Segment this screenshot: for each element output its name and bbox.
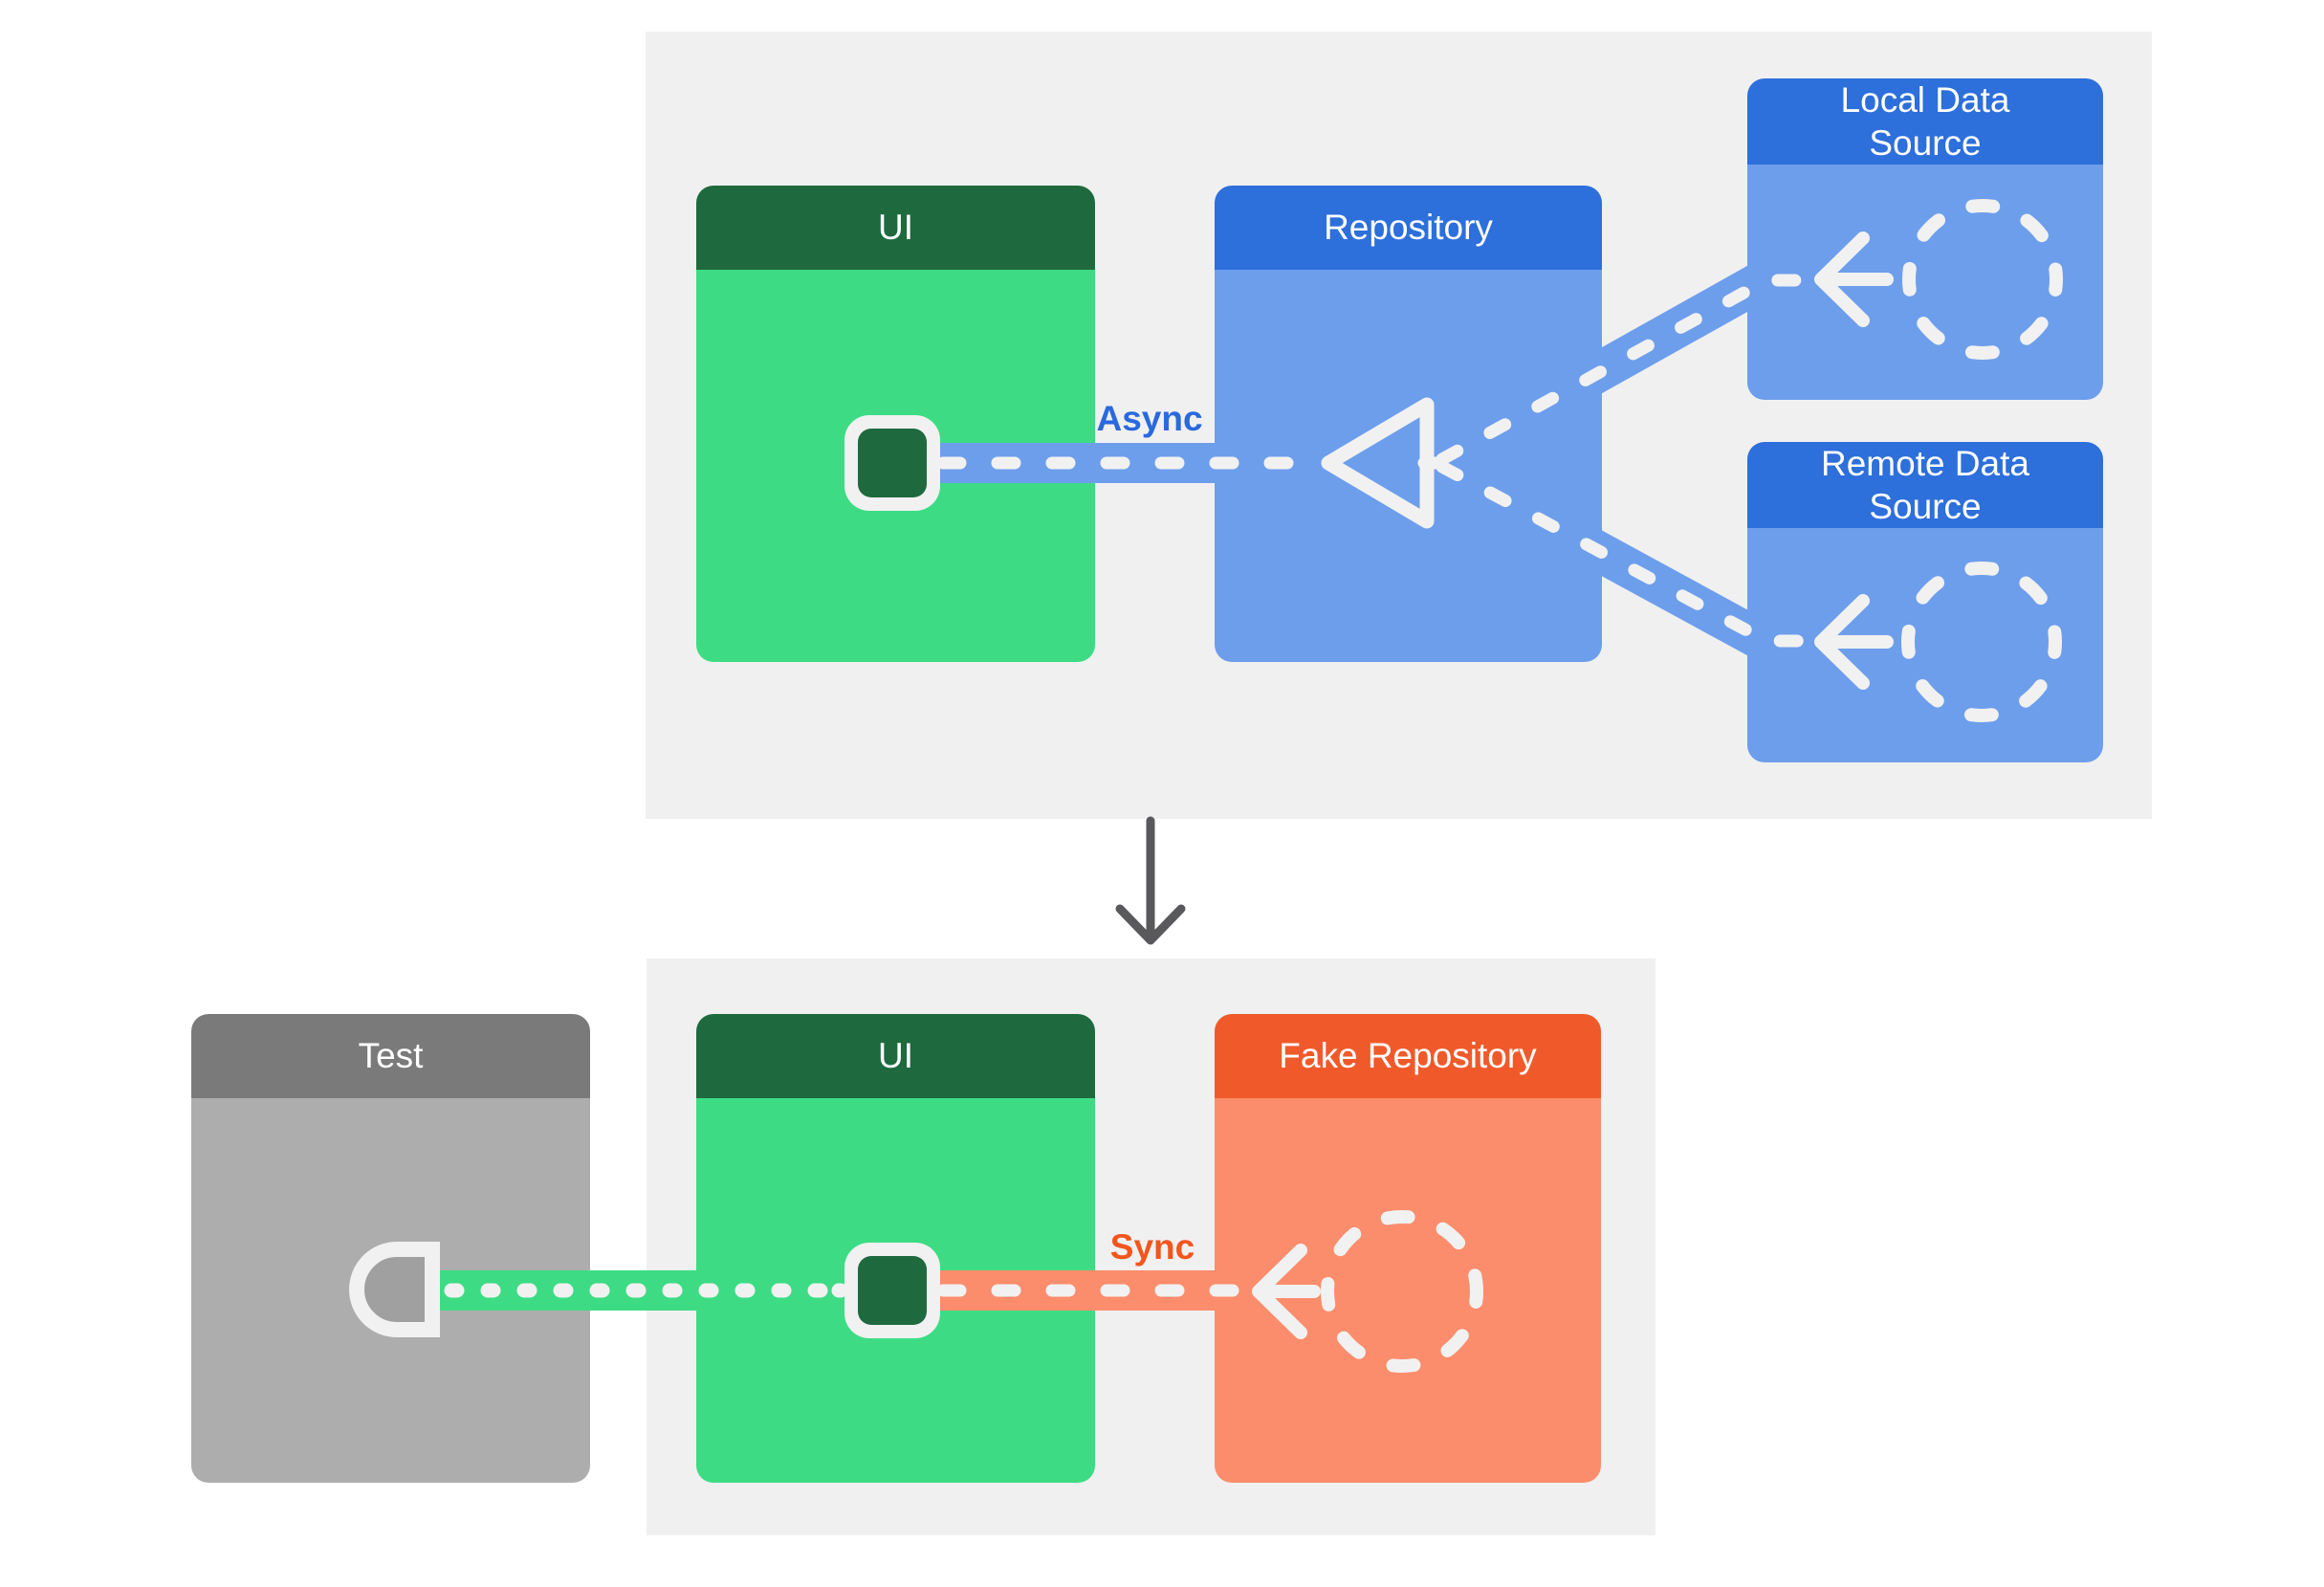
remote-data-source-header: Remote Data Source [1747,442,2103,528]
local-data-source-title: Local Data Source [1840,79,2010,163]
remote-data-source-box: Remote Data Source [1747,442,2103,762]
local-data-source-body [1747,165,2103,400]
remote-data-source-title: Remote Data Source [1821,443,2029,526]
sync-label: Sync [1109,1227,1195,1267]
fake-repository-box: Fake Repository [1215,1014,1601,1483]
repository-box-header: Repository [1215,186,1602,270]
repository-box-body [1215,270,1602,662]
async-label: Async [1096,399,1203,438]
repository-box: Repository [1215,186,1602,662]
test-box-header: Test [191,1014,590,1098]
ui-box-bottom-header: UI [696,1014,1095,1098]
fake-repository-header: Fake Repository [1215,1014,1601,1098]
test-box: Test [191,1014,590,1483]
ui-box-top-title: UI [878,208,913,248]
ui-box-bottom-title: UI [878,1036,913,1076]
ui-box-top: UI [696,186,1095,662]
ui-box-bottom-body [696,1098,1095,1483]
local-data-source-box: Local Data Source [1747,78,2103,400]
down-arrow-icon [1115,816,1186,945]
ui-box-top-header: UI [696,186,1095,270]
fake-repository-body [1215,1098,1601,1483]
repository-box-title: Repository [1324,208,1493,248]
ui-box-top-body [696,270,1095,662]
fake-repository-title: Fake Repository [1279,1036,1537,1076]
ui-box-bottom: UI [696,1014,1095,1483]
local-data-source-header: Local Data Source [1747,78,2103,165]
test-box-body [191,1098,590,1483]
test-box-title: Test [358,1036,424,1076]
remote-data-source-body [1747,528,2103,762]
